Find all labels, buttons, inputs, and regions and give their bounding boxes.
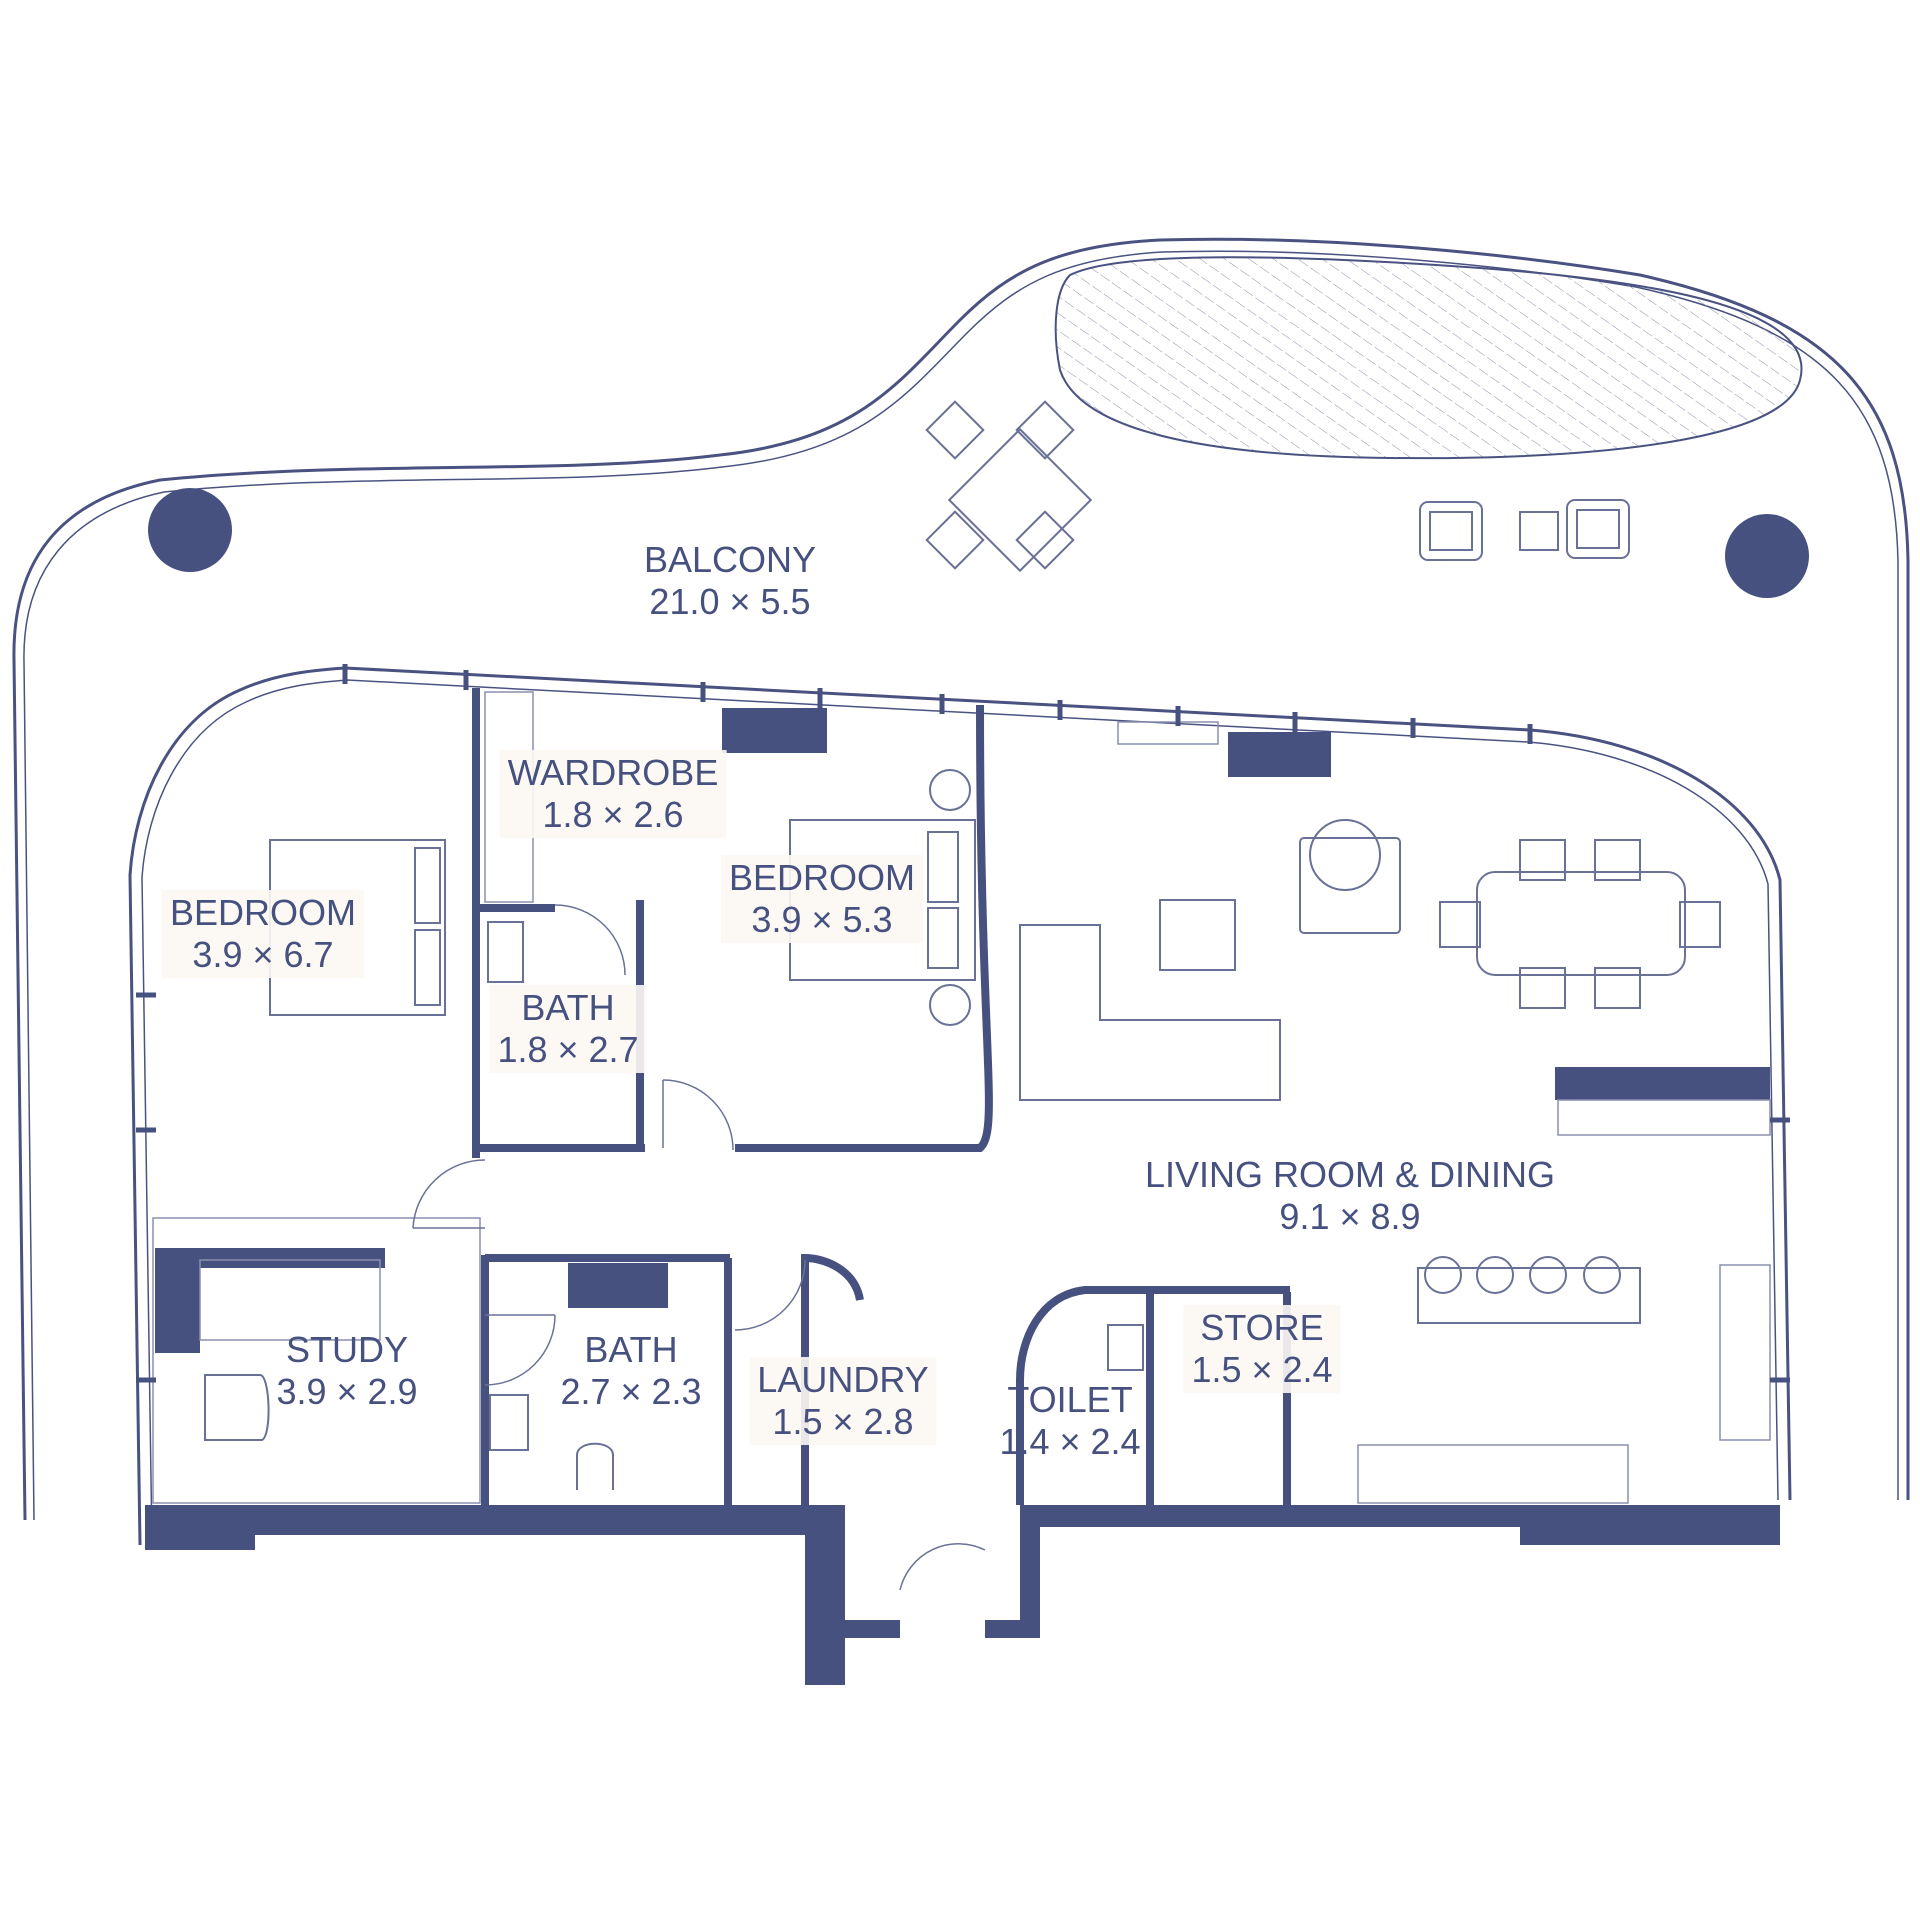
room-label-wardrobe: WARDROBE 1.8 × 2.6	[499, 750, 727, 838]
outdoor-dining-set-icon	[925, 400, 1093, 573]
room-label-bedroom-center: BEDROOM 3.9 × 5.3	[720, 855, 924, 943]
room-name: BEDROOM	[728, 857, 916, 898]
room-name: STORE	[1200, 1307, 1324, 1348]
washbasin-icon	[487, 921, 1144, 1451]
room-name: BEDROOM	[169, 892, 357, 933]
column-icon	[1725, 514, 1809, 598]
room-label-bath-upper: BATH 1.8 × 2.7	[489, 985, 647, 1073]
room-name: BATH	[521, 987, 615, 1028]
mullions	[136, 664, 1790, 1383]
room-label-laundry: LAUNDRY 1.5 × 2.8	[749, 1357, 937, 1445]
room-name: BATH	[584, 1329, 678, 1370]
structural-walls	[145, 708, 1780, 1685]
room-label-balcony: BALCONY 21.0 × 5.5	[636, 537, 824, 625]
room-size: 9.1 × 8.9	[1279, 1196, 1421, 1237]
room-label-living-dining: LIVING ROOM & DINING 9.1 × 8.9	[1137, 1152, 1563, 1240]
facade-glazing	[128, 666, 1792, 1546]
toilet-icon	[576, 1442, 614, 1490]
desk-icon	[204, 1374, 270, 1441]
room-name: LIVING ROOM & DINING	[1144, 1154, 1556, 1195]
plant-icon	[929, 769, 1381, 1026]
kitchen-island-icon	[1417, 1256, 1641, 1324]
room-size: 1.5 × 2.4	[1191, 1349, 1333, 1390]
room-size: 1.8 × 2.6	[542, 794, 684, 835]
room-size: 3.9 × 5.3	[751, 899, 893, 940]
room-label-bath-lower: BATH 2.7 × 2.3	[552, 1327, 709, 1415]
partitions	[472, 688, 1291, 1505]
room-size: 1.4 × 2.4	[999, 1421, 1141, 1462]
room-label-bedroom-left: BEDROOM 3.9 × 6.7	[161, 890, 365, 978]
room-name: STUDY	[285, 1329, 408, 1370]
planter-icon	[1054, 256, 1803, 460]
room-name: TOILET	[1007, 1379, 1133, 1420]
room-size: 3.9 × 2.9	[276, 1371, 418, 1412]
room-name: LAUNDRY	[757, 1359, 929, 1400]
room-size: 1.8 × 2.7	[497, 1029, 639, 1070]
room-size: 3.9 × 6.7	[192, 934, 334, 975]
sofa-icon	[1019, 837, 1401, 1101]
dining-table-icon	[1439, 839, 1721, 1009]
lounge-chair-icon	[1419, 499, 1630, 561]
room-label-store: STORE 1.5 × 2.4	[1183, 1305, 1341, 1393]
room-size: 1.5 × 2.8	[772, 1401, 914, 1442]
column-icon	[148, 488, 232, 572]
room-label-study: STUDY 3.9 × 2.9	[268, 1327, 425, 1415]
room-size: 2.7 × 2.3	[560, 1371, 702, 1412]
room-name: WARDROBE	[507, 752, 719, 793]
room-size: 21.0 × 5.5	[649, 581, 811, 622]
door-swing-icon	[412, 904, 986, 1591]
room-name: BALCONY	[643, 539, 817, 580]
room-label-toilet: TOILET 1.4 × 2.4	[991, 1377, 1148, 1465]
